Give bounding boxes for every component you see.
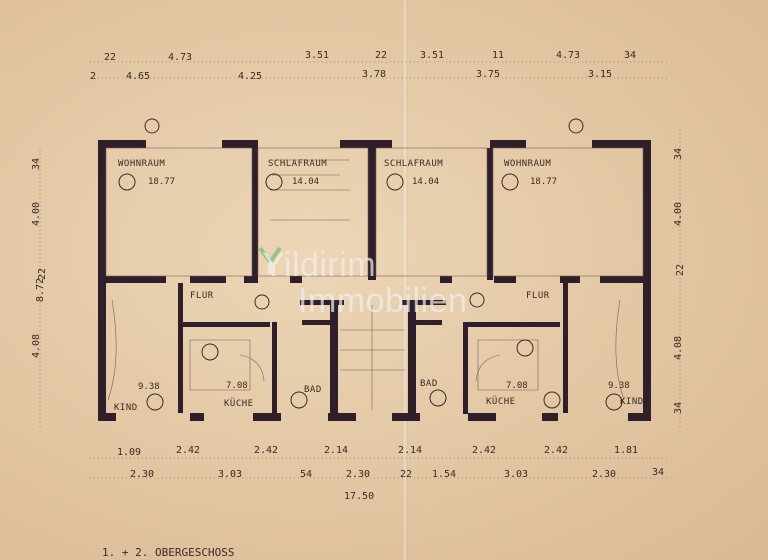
room-label-bad-right: BAD: [420, 379, 438, 389]
top-dim: 4.73: [556, 50, 581, 61]
room-label-schlafraum-right: SCHLAFRAUM: [384, 159, 444, 169]
top-dim: 22: [375, 50, 388, 61]
bottom-dim: 2.14: [324, 445, 349, 456]
bottom-dim: 2.30: [130, 469, 155, 480]
right-dim: 22: [675, 263, 686, 276]
bottom-dim: 22: [400, 469, 413, 480]
bottom-dim: 2.14: [398, 445, 423, 456]
top-dim: 22: [104, 52, 117, 63]
top-dim: 3.75: [476, 69, 501, 80]
room-label-schlafraum-left: SCHLAFRAUM: [268, 159, 328, 169]
room-area-wohnraum-left: 18.77: [148, 177, 176, 187]
room-label-kuche-right: KÜCHE: [486, 397, 516, 407]
right-dim: 34: [673, 401, 684, 414]
right-dim: 4.08: [673, 335, 684, 360]
bottom-dim: 34: [652, 467, 665, 478]
right-dim: 4.00: [673, 201, 684, 226]
top-dim: 3.51: [420, 50, 445, 61]
paper-fold: [402, 0, 408, 560]
total-width-dim: 17.50: [344, 491, 375, 502]
bottom-dim: 54: [300, 469, 313, 480]
bottom-dim: 1.81: [614, 445, 639, 456]
right-dim: 34: [673, 147, 684, 160]
tag-circle: [118, 173, 136, 191]
bottom-dim: 3.03: [218, 469, 243, 480]
bottom-dim: 1.54: [432, 469, 457, 480]
room-label-wohnraum-left: WOHNRAUM: [118, 159, 166, 169]
top-dim: 11: [492, 50, 505, 61]
top-dim: 4.65: [126, 71, 151, 82]
bottom-dim: 2.42: [176, 445, 201, 456]
left-dim: 4.00: [31, 201, 42, 226]
room-area-schlafraum-left: 14.04: [292, 177, 320, 187]
top-dim: 3.78: [362, 69, 387, 80]
bottom-dim: 2.30: [346, 469, 371, 480]
bottom-dim: 2.42: [544, 445, 569, 456]
room-label-kind-left: KIND: [114, 403, 138, 413]
top-dim: 3.51: [305, 50, 330, 61]
room-label-bad-left: BAD: [304, 385, 322, 395]
top-dim: 4.25: [238, 71, 263, 82]
room-area-schlafraum-right: 14.04: [412, 177, 440, 187]
bottom-dim: 3.03: [504, 469, 529, 480]
room-label-kind-right: KIND: [620, 397, 644, 407]
room-label-kuche-left: KÜCHE: [224, 399, 254, 409]
room-area-kind-left: 9.38: [138, 382, 160, 392]
left-dim: 4.08: [31, 333, 42, 358]
room-label-flur-left: FLUR: [190, 291, 214, 301]
bottom-dim: 2.30: [592, 469, 617, 480]
room-label-flur-right: FLUR: [526, 291, 550, 301]
left-dim: 8.72: [35, 277, 46, 302]
top-dim: 2: [90, 71, 97, 82]
room-area-kuche-left: 7.08: [226, 381, 248, 391]
room-area-wohnraum-right: 18.77: [530, 177, 558, 187]
outer-wall-left: [98, 140, 106, 420]
watermark-line1: Yildirim: [262, 246, 377, 284]
watermark-line2: Immobilien: [298, 282, 468, 320]
bottom-dim: 1.09: [117, 447, 142, 458]
bottom-dim: 2.42: [254, 445, 279, 456]
top-dim: 34: [624, 50, 637, 61]
room-label-wohnraum-right: WOHNRAUM: [504, 159, 552, 169]
floor-caption: 1. + 2. OBERGESCHOSS: [102, 546, 235, 559]
bottom-dim: 2.42: [472, 445, 497, 456]
top-dim: 3.15: [588, 69, 613, 80]
outer-wall-right: [643, 140, 651, 420]
top-dim: 4.73: [168, 52, 193, 63]
room-area-kuche-right: 7.08: [506, 381, 528, 391]
watermark-logo-icon: [258, 246, 282, 274]
left-dim: 34: [31, 157, 42, 170]
room-area-kind-right: 9.38: [608, 381, 630, 391]
